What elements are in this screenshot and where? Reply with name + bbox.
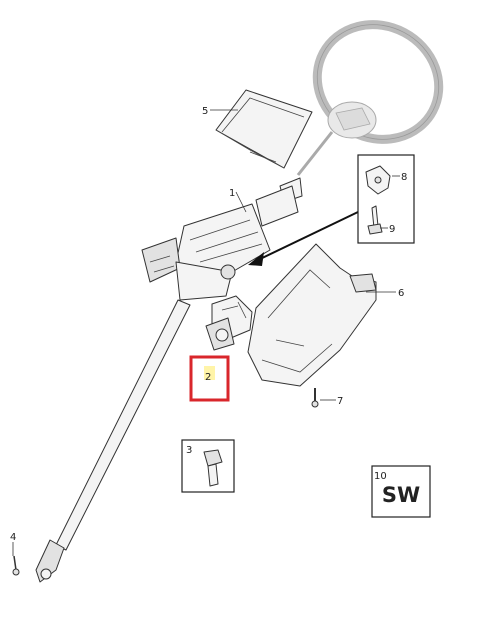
steering-wheel: [296, 20, 444, 176]
leader-lines: [12, 109, 400, 556]
callout-10: 10: [374, 471, 387, 482]
steering-column-housing: [141, 177, 303, 301]
callout-2-highlight: [189, 355, 230, 402]
upper-shroud-cover: [215, 89, 313, 169]
screw-4: [12, 555, 20, 576]
callout-6: 6: [398, 288, 404, 299]
ignition-lock-module: [205, 295, 253, 351]
sw-label: SW: [382, 483, 420, 507]
callout-labels: 1 2 3 4 5 6 7 8 9 10: [10, 106, 407, 543]
steering-shaft: [35, 299, 191, 583]
detail-arrow: [248, 211, 359, 266]
lower-shroud: [247, 243, 377, 387]
callout-2: 2: [205, 372, 211, 383]
detail-inset: [357, 154, 415, 244]
callout-7: 7: [337, 396, 343, 407]
callout-1: 1: [229, 188, 235, 199]
screw-7: [311, 388, 319, 408]
callout-4: 4: [10, 532, 16, 543]
sw-box: SW: [371, 465, 431, 518]
bolt-box: [181, 439, 235, 493]
callout-8: 8: [401, 172, 407, 183]
callout-3: 3: [186, 445, 192, 456]
callout-9: 9: [389, 224, 395, 235]
callout-5: 5: [202, 106, 208, 117]
